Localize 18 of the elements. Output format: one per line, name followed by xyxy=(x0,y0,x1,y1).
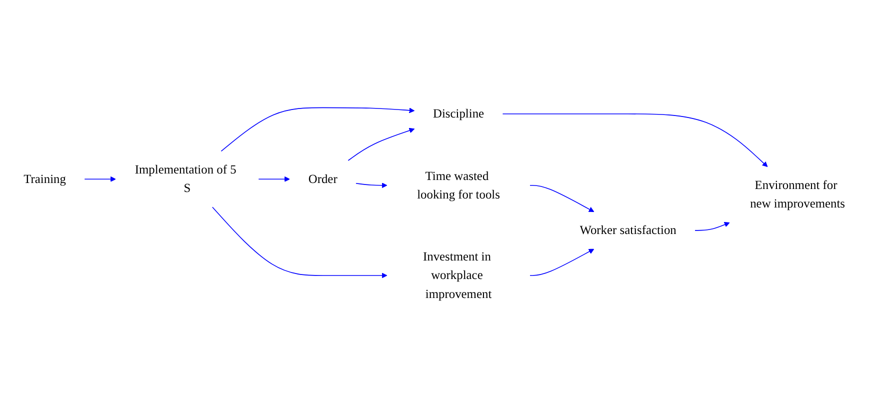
node-text: Worker satisfaction xyxy=(580,224,676,238)
node-text: Implementation of 5 S xyxy=(134,162,236,196)
node-text: Environment for new improvements xyxy=(750,178,846,211)
arrow xyxy=(530,184,594,212)
node-text: Training xyxy=(24,172,66,186)
arrow xyxy=(258,176,290,182)
arrow xyxy=(356,182,388,188)
node-text: Discipline xyxy=(432,107,484,121)
arrow xyxy=(694,222,730,231)
arrow xyxy=(220,107,415,152)
arrow xyxy=(502,113,768,167)
arrow xyxy=(530,248,594,276)
node-text: Time wasted looking for tools xyxy=(417,169,500,202)
arrow xyxy=(84,176,116,182)
arrow xyxy=(348,128,415,161)
node-text: Investment in workplace improvement xyxy=(422,250,492,301)
node-text: Order xyxy=(308,172,338,186)
arrow xyxy=(212,206,388,278)
